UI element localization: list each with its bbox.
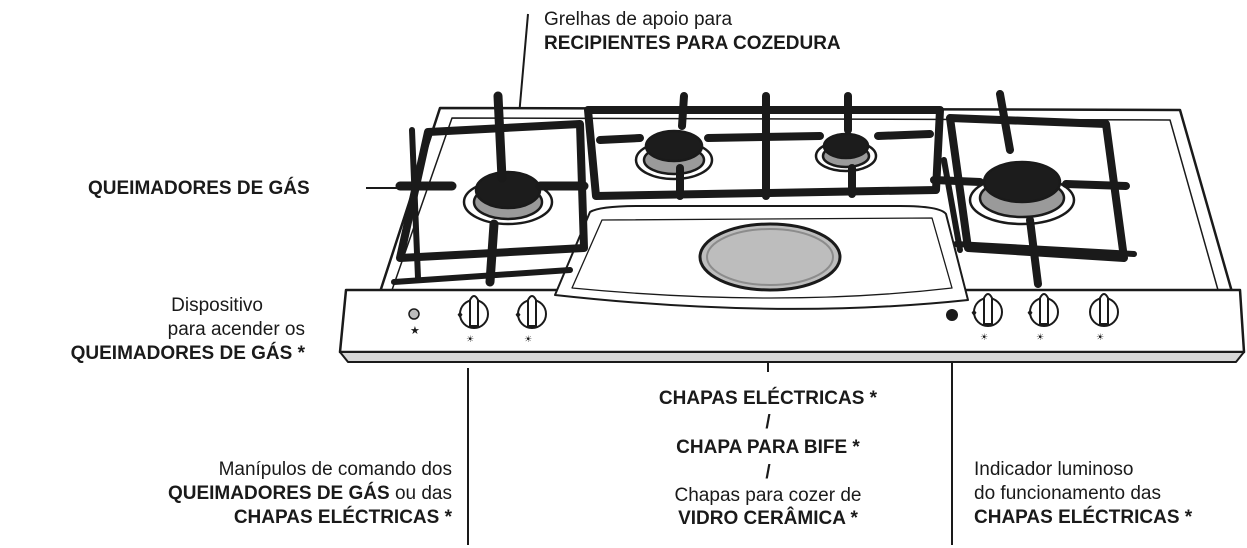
indicator-light <box>946 309 958 321</box>
knobs-label-line2-bold: QUEIMADORES DE GÁS <box>167 483 390 504</box>
hotplates-label-line1: CHAPAS ELÉCTRICAS * <box>658 388 878 409</box>
knobs-label-line3: CHAPAS ELÉCTRICAS * <box>233 507 452 528</box>
indicator-label-line2: do funcionamento das <box>974 483 1161 504</box>
svg-text:★: ★ <box>410 324 420 337</box>
svg-text:☀: ☀ <box>1096 333 1104 343</box>
grates-label-line2: RECIPIENTES PARA COZEDURA <box>544 33 841 54</box>
burner-center-left-cap <box>644 129 704 163</box>
indicator-label-line1: Indicador luminoso <box>974 459 1134 480</box>
burner-right-cap <box>982 160 1062 204</box>
svg-text:☀: ☀ <box>524 335 532 345</box>
grate-right <box>930 90 1137 288</box>
svg-text:♦: ♦ <box>970 309 978 319</box>
grate-left <box>391 91 589 287</box>
knobs-label-line2: QUEIMADORES DE GÁS ou das <box>168 482 452 506</box>
knob-4[interactable]: ♦ ☀ <box>1026 293 1059 343</box>
front-lip <box>339 351 1245 363</box>
svg-text:☀: ☀ <box>466 335 474 345</box>
hotplates-label: CHAPAS ELÉCTRICAS * / CHAPA PARA BIFE * … <box>608 384 928 530</box>
igniter-button[interactable] <box>408 308 420 320</box>
igniter-label-line3: QUEIMADORES DE GÁS * <box>70 343 305 364</box>
hotplates-label-sep1: / <box>765 412 771 433</box>
burner-center-right-cap <box>822 132 870 160</box>
knob-3[interactable]: ♦ ☀ <box>970 293 1003 343</box>
electric-hotplate <box>698 222 842 292</box>
svg-text:♦: ♦ <box>456 311 464 321</box>
grate-center <box>584 92 944 200</box>
indicator-label-line3: CHAPAS ELÉCTRICAS * <box>974 507 1193 528</box>
grates-label-line1: Grelhas de apoio para <box>544 9 733 30</box>
hotplates-label-line3: Chapas para cozer de <box>674 485 862 506</box>
knobs-label-line2-rest: ou das <box>389 483 452 504</box>
hotplates-label-line4: VIDRO CERÂMICA * <box>678 508 858 529</box>
knob-1[interactable]: ♦ ☀ <box>456 295 489 345</box>
knob-2[interactable]: ♦ ☀ <box>514 295 547 345</box>
knob-5[interactable]: ☀ <box>1089 293 1119 343</box>
hotplates-label-sep2: / <box>765 462 771 483</box>
knobs-label-line1: Manípulos de comando dos <box>218 459 452 480</box>
burners-label: QUEIMADORES DE GÁS <box>88 178 310 199</box>
svg-text:☀: ☀ <box>980 333 988 343</box>
igniter-label-line2: para acender os <box>167 319 305 340</box>
svg-text:☀: ☀ <box>1036 333 1044 343</box>
igniter-label: Dispositivo para acender os QUEIMADORES … <box>71 294 305 366</box>
indicator-label: Indicador luminoso do funcionamento das … <box>974 458 1192 530</box>
burner-left-cap <box>474 170 542 210</box>
svg-text:♦: ♦ <box>1026 309 1034 319</box>
igniter-label-line1: Dispositivo <box>171 295 263 316</box>
svg-text:♦: ♦ <box>514 311 522 321</box>
grates-label: Grelhas de apoio para RECIPIENTES PARA C… <box>544 8 841 56</box>
knobs-label: Manípulos de comando dos QUEIMADORES DE … <box>168 458 452 530</box>
hotplates-label-line2: CHAPA PARA BIFE * <box>676 437 860 458</box>
